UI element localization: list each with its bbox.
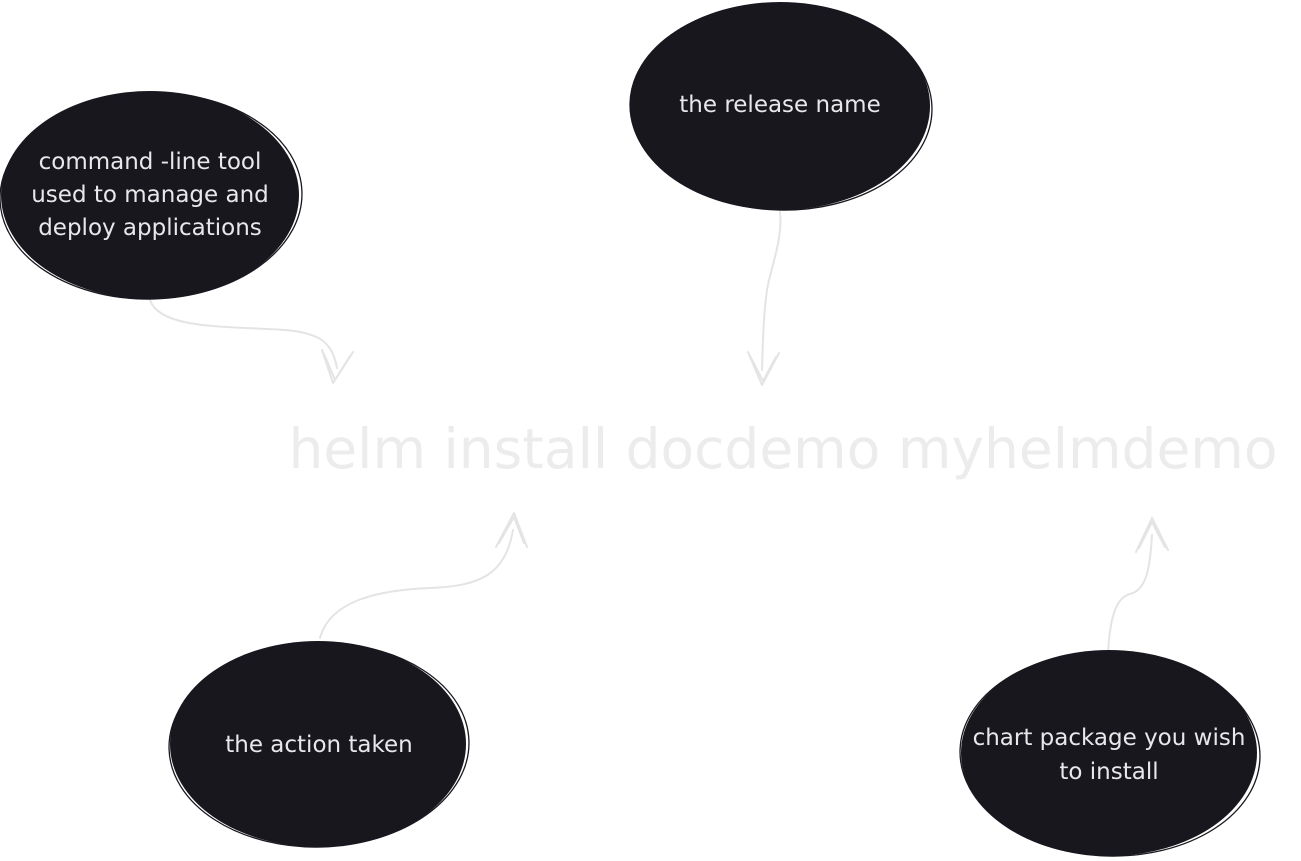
node-chart-line-2: to install [1059, 759, 1158, 785]
node-action-line-1: the action taken [225, 732, 413, 758]
node-release-line-1: the release name [679, 92, 880, 118]
connector-release-to-command [747, 211, 782, 386]
connector-tool-to-command [149, 299, 354, 384]
node-chart: chart package you wish to install [959, 650, 1261, 857]
connector-chart-to-command [1107, 517, 1169, 653]
command-text: helm install docdemo myhelmdemo [288, 417, 1277, 481]
node-release: the release name [629, 2, 933, 211]
node-tool-line-2: used to manage and [31, 182, 269, 208]
node-chart-line-1: chart package you wish [973, 725, 1246, 751]
node-tool: command -line tool used to manage and de… [0, 91, 303, 300]
connector-action-to-command [319, 512, 528, 639]
node-action: the action taken [168, 641, 470, 848]
node-tool-line-1: command -line tool [39, 149, 262, 175]
node-tool-line-3: deploy applications [38, 215, 262, 241]
